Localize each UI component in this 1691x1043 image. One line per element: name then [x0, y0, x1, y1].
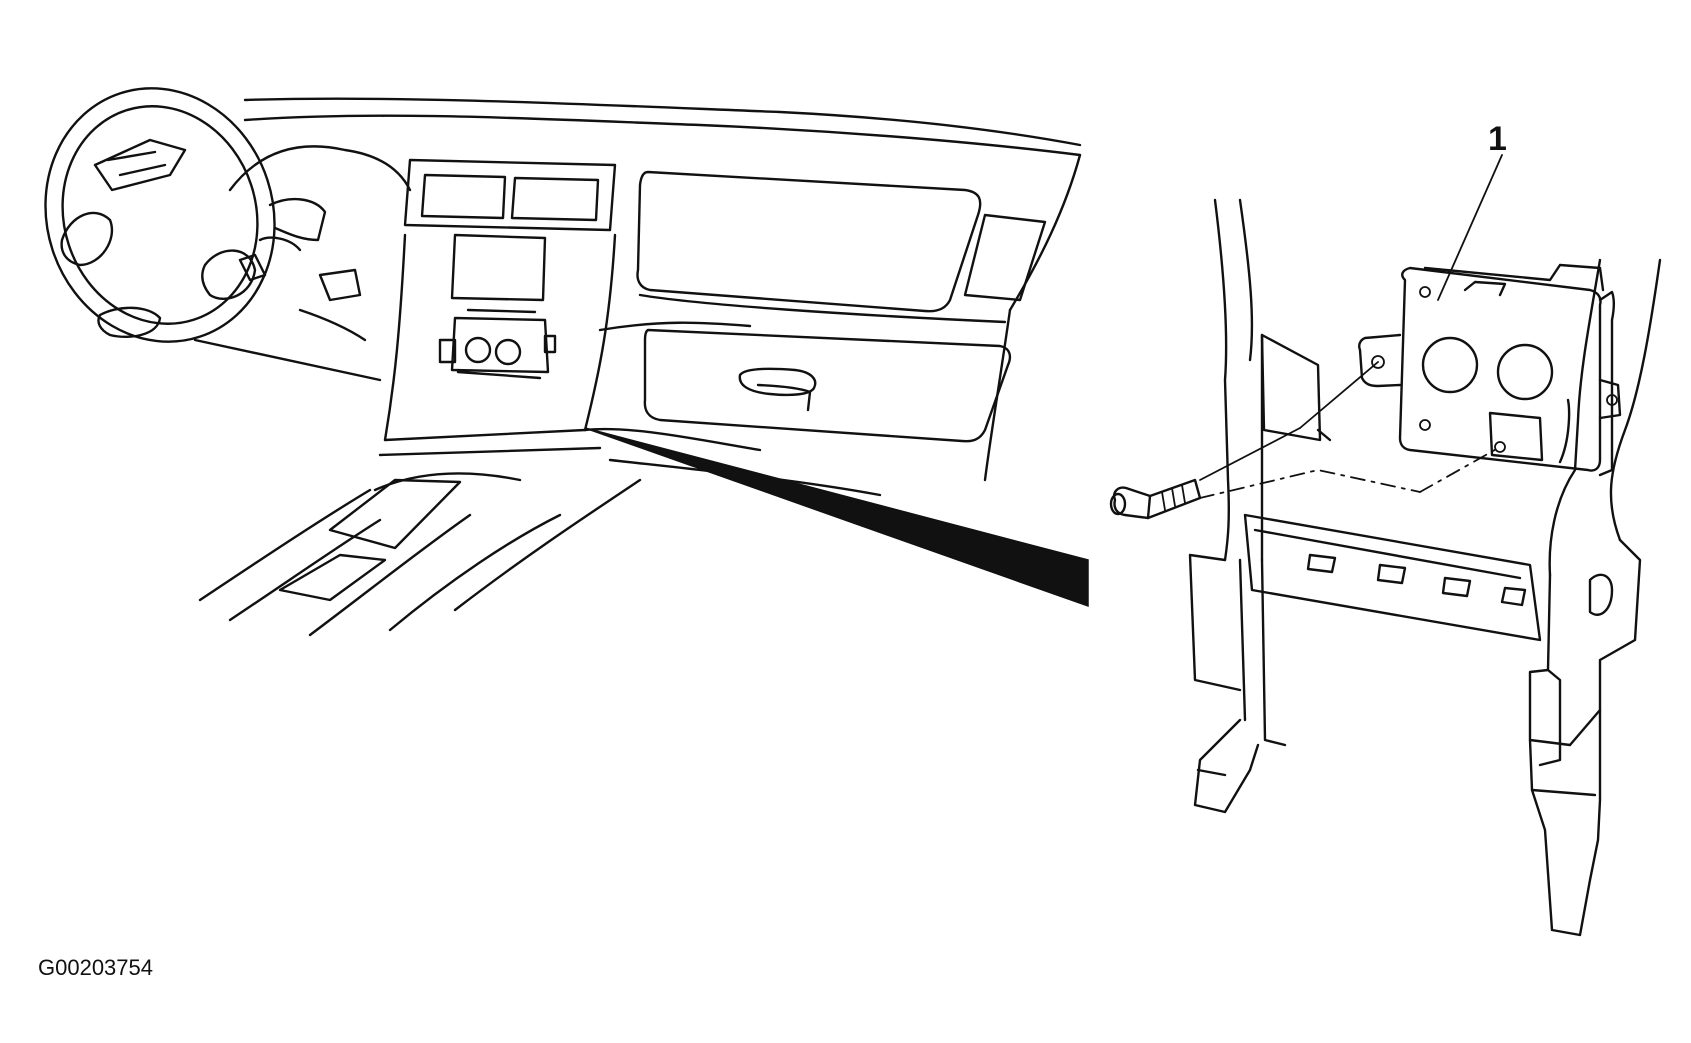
detail-view-pointer	[584, 427, 1089, 608]
figure-id: G00203754	[38, 955, 153, 980]
right-support-bracket	[1528, 258, 1662, 937]
mounting-bolt	[1109, 478, 1202, 520]
cross-member	[1243, 513, 1542, 642]
center-console	[198, 428, 642, 637]
detail-view	[1109, 154, 1662, 937]
component-module	[1358, 263, 1622, 477]
callout-1-label: 1	[1488, 120, 1507, 158]
steering-wheel	[44, 87, 276, 343]
center-stack	[383, 158, 617, 442]
callout-1-leader	[1437, 154, 1503, 301]
passenger-dash	[583, 153, 1082, 497]
left-support-bracket	[1188, 198, 1332, 814]
dashboard-overview	[44, 87, 1089, 637]
module-in-dash	[438, 308, 557, 380]
